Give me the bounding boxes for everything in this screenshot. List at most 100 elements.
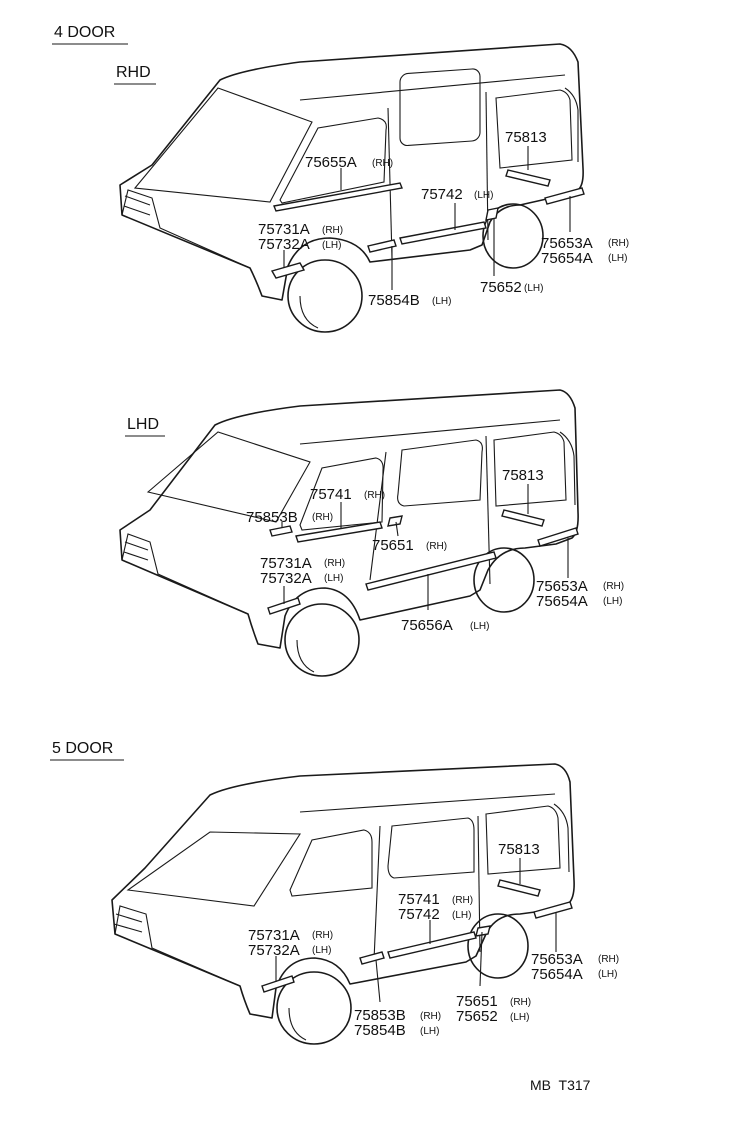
van-rhd-front-wheel — [287, 259, 363, 333]
label-75731a: 75731A — [248, 927, 300, 944]
label-75731a-side: (RH) — [312, 930, 333, 941]
leader-75651 — [479, 931, 483, 987]
label-75732a: 75732A — [248, 942, 300, 959]
molding-75653a — [537, 527, 579, 547]
van-rhd-door-line — [387, 107, 393, 259]
van-lhd-windshield — [146, 431, 311, 523]
label-75731a: 75731A — [260, 555, 312, 572]
label-75854b-side: (LH) — [420, 1026, 439, 1037]
van-lhd-roof-line — [299, 419, 561, 445]
label-75854b: 75854B — [368, 292, 420, 309]
label-75653a: 75653A — [541, 235, 593, 252]
van-lhd-rear-wheel — [473, 547, 535, 613]
label-75741-side: (RH) — [452, 895, 473, 906]
label-75741: 75741 — [398, 891, 440, 908]
molding-75742 — [399, 221, 487, 245]
van-5-door-roof-line — [299, 793, 556, 813]
leader-75853b — [375, 959, 381, 1003]
header-lhd: LHD — [127, 416, 159, 433]
label-75652: 75652 — [456, 1008, 498, 1025]
label-75654a-side: (LH) — [608, 253, 627, 264]
label-75653a-side: (RH) — [598, 954, 619, 965]
label-75732a-side: (LH) — [312, 945, 331, 956]
van-rhd-front-wheel-rim — [299, 295, 319, 329]
van-lhd-side-window-2 — [493, 431, 567, 507]
van-5-door-rear-window — [553, 803, 570, 873]
van-lhd-front — [121, 533, 249, 615]
van-rhd-side-window-2 — [495, 89, 573, 169]
diagram-code: MB T317 — [530, 1077, 591, 1093]
van-rhd-rear-wheel — [482, 203, 544, 269]
van-rhd-side-window-1 — [399, 68, 481, 147]
label-75655a-side: (RH) — [372, 158, 393, 169]
label-75853b: 75853B — [354, 1007, 406, 1024]
label-75653a-side: (RH) — [608, 238, 629, 249]
molding-75813 — [505, 169, 551, 187]
van-5-door — [111, 763, 575, 1045]
van-rhd-roof-line — [299, 74, 566, 101]
label-75854b-side: (LH) — [432, 296, 451, 307]
molding-75731a — [267, 597, 301, 615]
header-rhd: RHD — [116, 64, 151, 81]
van-lhd-side-window-1 — [397, 439, 483, 507]
label-75656a: 75656A — [401, 617, 453, 634]
molding-75731a — [270, 262, 306, 279]
label-75653a: 75653A — [536, 578, 588, 595]
header-5-door: 5 DOOR — [52, 740, 113, 757]
molding-75653a — [544, 187, 585, 205]
label-75652: 75652 — [480, 279, 522, 296]
label-75651-side: (RH) — [510, 997, 531, 1008]
van-5-door-side-window-2 — [485, 805, 561, 875]
label-75731a-side: (RH) — [322, 225, 343, 236]
molding-75652 — [485, 207, 499, 221]
label-75854b: 75854B — [354, 1022, 406, 1039]
label-75732a: 75732A — [258, 236, 310, 253]
label-75652-side: (LH) — [510, 1012, 529, 1023]
label-75654a-side: (LH) — [598, 969, 617, 980]
label-75813: 75813 — [498, 841, 540, 858]
molding-75853b — [269, 525, 293, 537]
label-75731a-side: (RH) — [324, 558, 345, 569]
label-75742: 75742 — [398, 906, 440, 923]
label-75656a-side: (LH) — [470, 621, 489, 632]
van-rhd-rear-window — [564, 87, 579, 162]
van-lhd-door-line — [369, 451, 387, 581]
van-5-door-side-window-1 — [387, 817, 475, 879]
label-75651: 75651 — [372, 537, 414, 554]
label-75653a: 75653A — [531, 951, 583, 968]
van-5-door-front-window — [289, 829, 373, 897]
van-rhd-front-window — [279, 117, 387, 204]
label-75742-side: (LH) — [474, 190, 493, 201]
molding-75731a — [261, 975, 295, 993]
van-lhd-body — [119, 389, 579, 649]
label-75654a: 75654A — [536, 593, 588, 610]
molding-75854b — [367, 239, 397, 253]
label-75654a-side: (LH) — [603, 596, 622, 607]
leader-75651 — [395, 521, 399, 537]
van-rhd-body — [119, 43, 584, 301]
van-5-door-front-wheel — [276, 971, 352, 1045]
van-5-door-body — [111, 763, 575, 1019]
molding-75651 — [475, 925, 491, 937]
van-lhd-front-window — [299, 457, 384, 531]
van-rhd — [119, 43, 585, 333]
van-lhd-slide-door-line — [485, 435, 491, 585]
van-5-door-grille — [113, 913, 143, 933]
label-75732a-side: (LH) — [324, 573, 343, 584]
label-75853b: 75853B — [246, 509, 298, 526]
van-5-door-rear-wheel — [467, 913, 529, 979]
van-lhd-grille — [123, 541, 149, 561]
label-75813: 75813 — [505, 129, 547, 146]
label-75654a: 75654A — [531, 966, 583, 983]
label-75654a: 75654A — [541, 250, 593, 267]
label-75741: 75741 — [310, 486, 352, 503]
header-4-door: 4 DOOR — [54, 24, 115, 41]
molding-75813 — [501, 509, 545, 527]
van-rhd-grille — [123, 195, 151, 216]
van-5-door-windshield — [126, 831, 301, 907]
molding-75741 — [295, 521, 383, 543]
label-75732a: 75732A — [260, 570, 312, 587]
van-5-door-front — [114, 905, 241, 987]
label-75655a: 75655A — [305, 154, 357, 171]
